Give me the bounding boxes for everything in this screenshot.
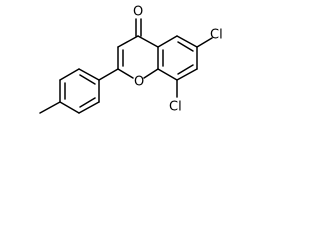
tolyl-ring (39, 68, 119, 114)
bond-tolyl-a (78, 68, 100, 81)
bond-tolyl-e-inner (79, 97, 96, 108)
bond-tolyl-a-inner (79, 74, 96, 85)
bond-tolyl-d (59, 101, 80, 114)
ring-oxygen-label: O (134, 75, 144, 90)
bond-c5-c6-inner (177, 41, 194, 52)
chloro-substituents (176, 37, 213, 98)
chlorine-6-label: Cl (210, 28, 223, 43)
bond-c7-c8-inner (177, 64, 194, 75)
bond-c5-c6 (176, 35, 198, 48)
bond-c4-c3 (117, 35, 139, 48)
bond-c7-c8 (176, 68, 198, 81)
pyranone-ring (117, 35, 159, 79)
carbonyl-group (135, 18, 142, 37)
chlorine-8-label: Cl (169, 100, 182, 115)
bond-c2-c1prime (98, 68, 119, 81)
bond-tolyl-b (59, 68, 80, 81)
bond-c2-o1 (117, 68, 134, 79)
carbonyl-oxygen-label: O (133, 5, 143, 20)
bond-c4a-c5 (157, 35, 178, 48)
bond-c4-c4a (137, 35, 159, 48)
bond-tolyl-methyl (39, 101, 61, 114)
bond-o1-c8a (143, 68, 159, 79)
benzo-ring (157, 35, 198, 81)
bond-c6-cl (196, 37, 213, 48)
molecule-diagram: O O Cl Cl (39, 5, 223, 115)
bond-c8-c8a (157, 68, 178, 81)
bond-tolyl-e (78, 101, 100, 114)
